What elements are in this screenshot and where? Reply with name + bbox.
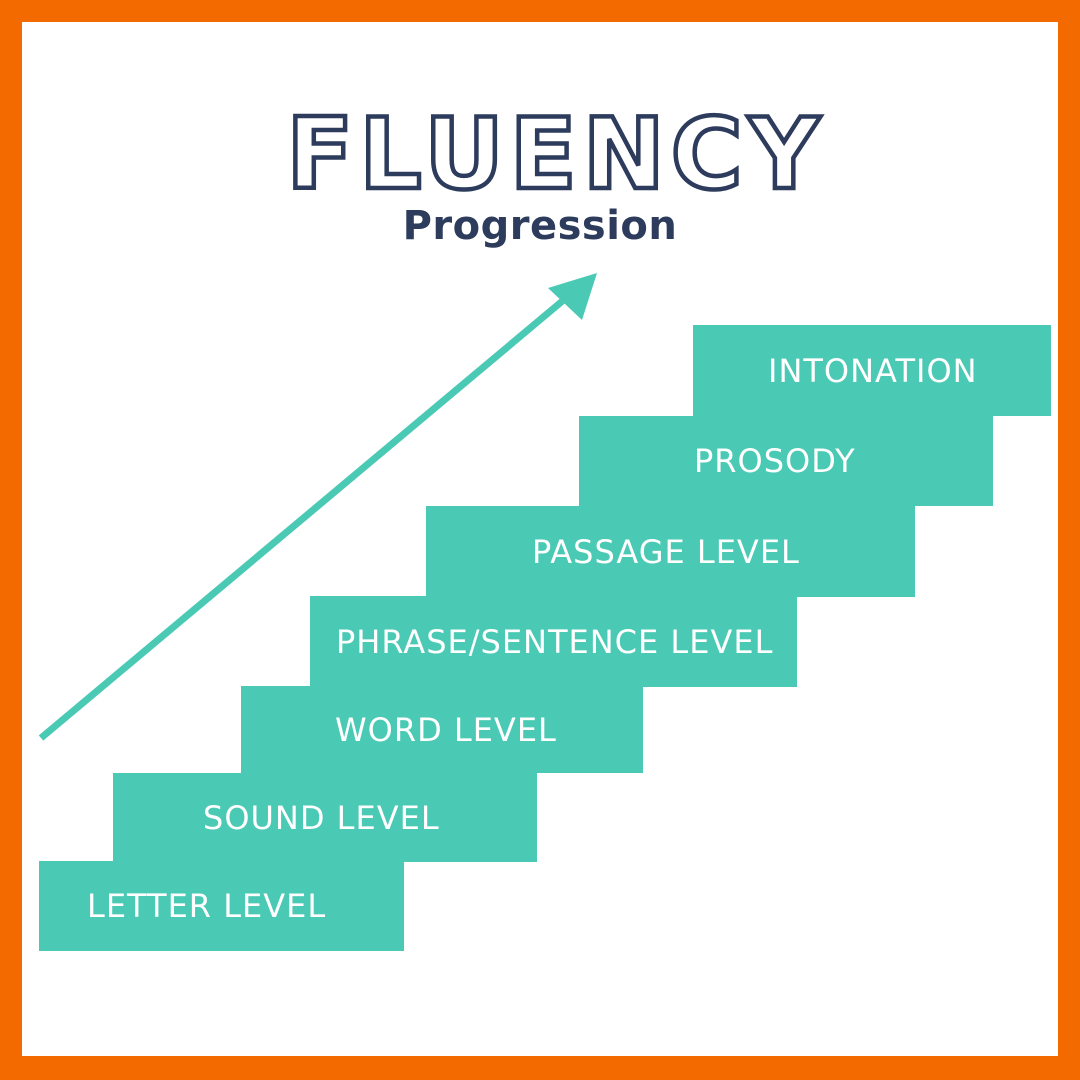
arrow-shaft bbox=[38, 295, 569, 741]
step-label: INTONATION bbox=[768, 351, 978, 390]
step-word-level: WORD LEVEL bbox=[241, 686, 643, 773]
step-prosody: PROSODY bbox=[579, 416, 993, 506]
step-intonation: INTONATION bbox=[693, 325, 1051, 416]
step-letter-level: LETTER LEVEL bbox=[39, 861, 404, 951]
step-label: PHRASE/SENTENCE LEVEL bbox=[336, 622, 774, 661]
step-label: PASSAGE LEVEL bbox=[532, 532, 800, 571]
step-passage-level: PASSAGE LEVEL bbox=[426, 506, 915, 597]
arrow-head bbox=[548, 273, 597, 320]
step-phrase-sentence-level: PHRASE/SENTENCE LEVEL bbox=[310, 596, 797, 687]
title-graphic: FLUENCY bbox=[284, 96, 825, 215]
page-subtitle: Progression bbox=[402, 203, 678, 249]
step-sound-level: SOUND LEVEL bbox=[113, 773, 537, 862]
step-label: WORD LEVEL bbox=[335, 710, 557, 749]
page-title: FLUENCY bbox=[286, 98, 825, 212]
step-label: SOUND LEVEL bbox=[203, 798, 440, 837]
step-label: LETTER LEVEL bbox=[87, 887, 327, 925]
step-label: PROSODY bbox=[694, 442, 856, 480]
